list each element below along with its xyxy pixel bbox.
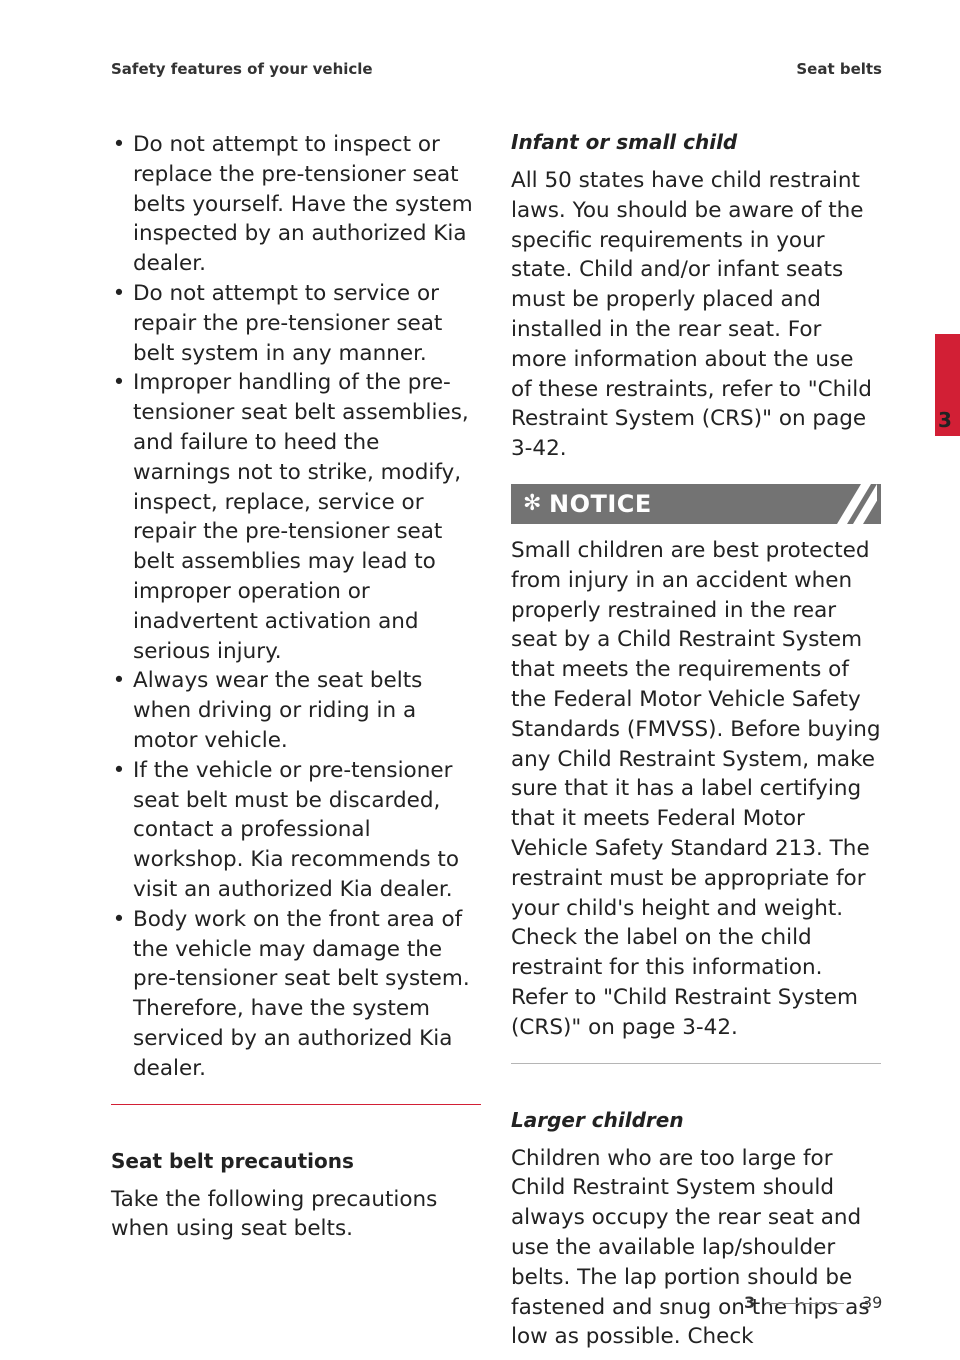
notice-label: NOTICE [549,489,652,518]
list-item-text: Do not attempt to service or repair the … [133,280,443,366]
bullet-icon: • [112,668,126,694]
infant-text: All 50 states have child restraint laws.… [511,168,872,462]
list-item: • If the vehicle or pre-tensioner seat be… [111,756,481,905]
notice-banner: ✻ NOTICE [511,483,881,524]
list-item: • Improper handling of the pre-tensioner … [111,368,481,666]
chapter-tab [935,334,960,436]
warning-end-divider [111,1103,481,1105]
footer-divider [766,1303,844,1304]
warning-bullet-list: • Do not attempt to inspect or replace th… [111,130,481,1084]
list-item: • Do not attempt to inspect or replace th… [111,130,481,279]
bullet-icon: • [112,280,126,306]
list-item-text: Body work on the front area of the vehic… [133,906,470,1081]
asterisk-icon: ✻ [523,490,542,516]
chapter-tab-number: 3 [938,408,952,432]
notice-end-divider [511,1062,881,1064]
footer-chapter-number: 3 [744,1293,756,1312]
list-item-text: Always wear the seat belts when driving … [133,668,423,753]
list-item: • Do not attempt to service or repair the… [111,279,481,368]
notice-text: Small children are best protected from i… [511,537,881,1040]
footer-page-number: 39 [862,1293,883,1312]
right-column: Infant or small child All 50 states have… [511,130,881,1352]
slashes-icon [837,483,877,524]
list-item-text: Improper handling of the pre-tensioner s… [133,370,469,664]
section-title-precautions: Seat belt precautions [111,1148,354,1173]
subsection-title-infant: Infant or small child [511,130,738,154]
running-header-section: Safety features of your vehicle [111,60,373,78]
bullet-icon: • [112,757,126,783]
subsection-title-larger: Larger children [511,1107,684,1132]
list-item: • Always wear the seat belts when driving… [111,666,481,755]
list-item: • Body work on the front area of the vehi… [111,905,481,1084]
precautions-text: Take the following precautions when usin… [111,1186,438,1242]
list-item-text: If the vehicle or pre-tensioner seat bel… [133,757,459,902]
bullet-icon: • [112,370,126,396]
bullet-icon: • [112,906,126,932]
left-column: • Do not attempt to inspect or replace th… [111,130,481,1244]
larger-children-text: Children who are too large for Child Res… [511,1145,870,1350]
running-header-topic: Seat belts [796,60,882,78]
bullet-icon: • [112,132,126,157]
list-item-text: Do not attempt to inspect or replace the… [133,132,473,277]
